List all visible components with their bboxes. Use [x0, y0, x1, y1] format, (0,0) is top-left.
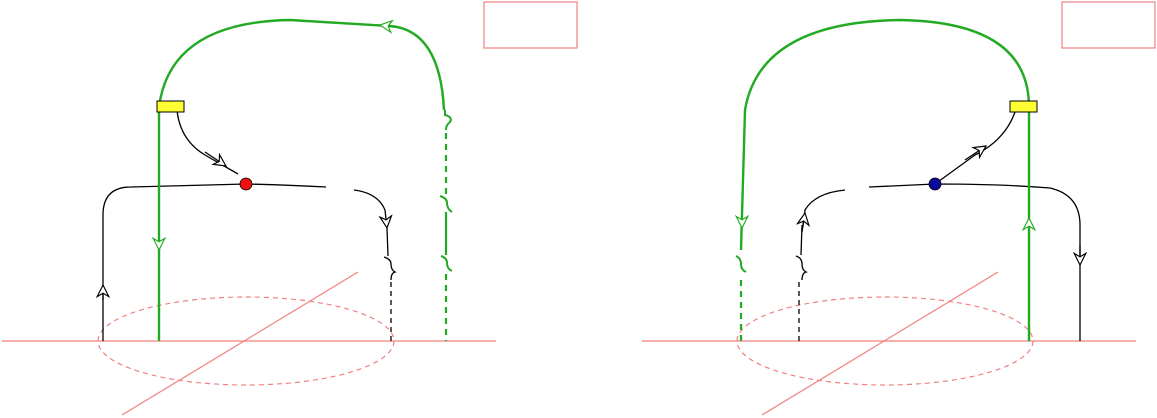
left-dashed-ellipse [97, 296, 395, 386]
left-black-box-to-dot [176, 109, 239, 175]
right-yellow-box [1009, 100, 1038, 113]
left-red-dot [239, 177, 253, 191]
left-black-loop [102, 183, 247, 341]
right-dashed-ellipse [736, 296, 1034, 386]
left-label-box [483, 1, 578, 49]
left-green-arc [157, 18, 446, 111]
left-green-brace-mid [439, 195, 453, 213]
right-green-brace [735, 255, 747, 273]
right-panel [642, 1, 1156, 416]
left-green-brace-low [440, 255, 453, 272]
left-black-brace [383, 256, 397, 281]
right-black-left-down [800, 224, 803, 256]
left-black-down [386, 227, 389, 257]
right-diagonal [761, 271, 999, 416]
right-black-dot-to-box [934, 111, 1016, 185]
left-diagonal [121, 271, 359, 416]
left-black-box-to-dot-arrow [204, 151, 226, 166]
left-black-right-segment [245, 183, 327, 188]
right-black-dot-to-box-arrow [964, 146, 986, 161]
left-yellow-box [156, 100, 185, 113]
left-green-brace-top [444, 110, 452, 131]
left-green-arc-arrow [380, 25, 396, 27]
right-green-arc [739, 18, 1031, 251]
left-black-curve-arrow [353, 189, 387, 228]
right-black-brace [795, 255, 808, 281]
right-blue-dot [928, 177, 942, 191]
right-black-top-left [802, 189, 846, 226]
left-panel [2, 1, 578, 416]
right-label-box [1061, 1, 1156, 49]
right-black-horizontal [868, 183, 1081, 341]
